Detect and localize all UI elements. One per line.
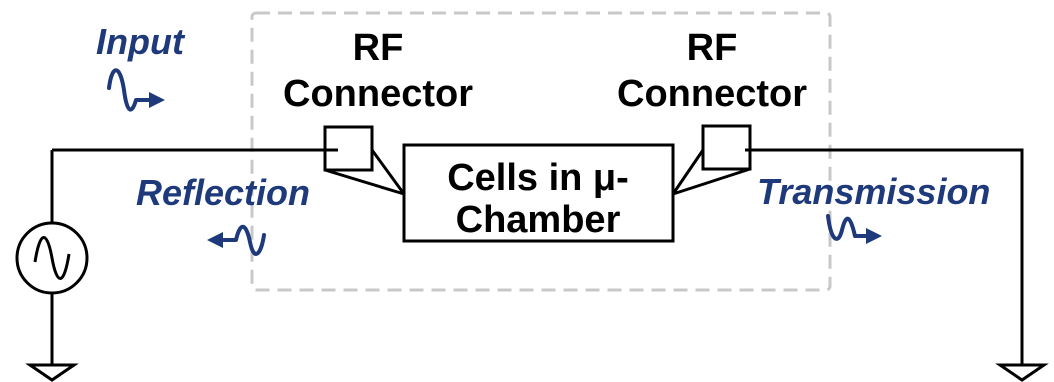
transmission-label: Transmission bbox=[757, 171, 990, 212]
rf-connector-left bbox=[323, 125, 374, 172]
right-funnel bbox=[671, 149, 751, 196]
input-label: Input bbox=[96, 21, 186, 62]
ac-source-icon bbox=[15, 221, 89, 295]
input-signal-arrow-icon bbox=[107, 68, 165, 112]
rf-connector-right bbox=[701, 124, 752, 171]
right-wire bbox=[745, 148, 1024, 365]
chamber-box bbox=[402, 143, 675, 243]
rf-left-label-line1: RF bbox=[353, 27, 404, 69]
reflection-label: Reflection bbox=[136, 172, 310, 213]
left-funnel bbox=[324, 149, 406, 196]
transmission-signal-arrow-icon bbox=[826, 214, 882, 244]
rf-right-label-line1: RF bbox=[687, 27, 738, 69]
fixture-boundary bbox=[250, 11, 832, 292]
ground-icon-left bbox=[25, 363, 79, 382]
reflection-signal-arrow-icon bbox=[207, 224, 266, 256]
ground-icon-right bbox=[995, 363, 1049, 382]
rf-right-label-line2: Connector bbox=[617, 73, 807, 115]
chamber-label-line1: Cells in μ- bbox=[447, 157, 629, 199]
chamber-label-line2: Chamber bbox=[456, 199, 621, 241]
rf-left-label-line2: Connector bbox=[283, 73, 473, 115]
